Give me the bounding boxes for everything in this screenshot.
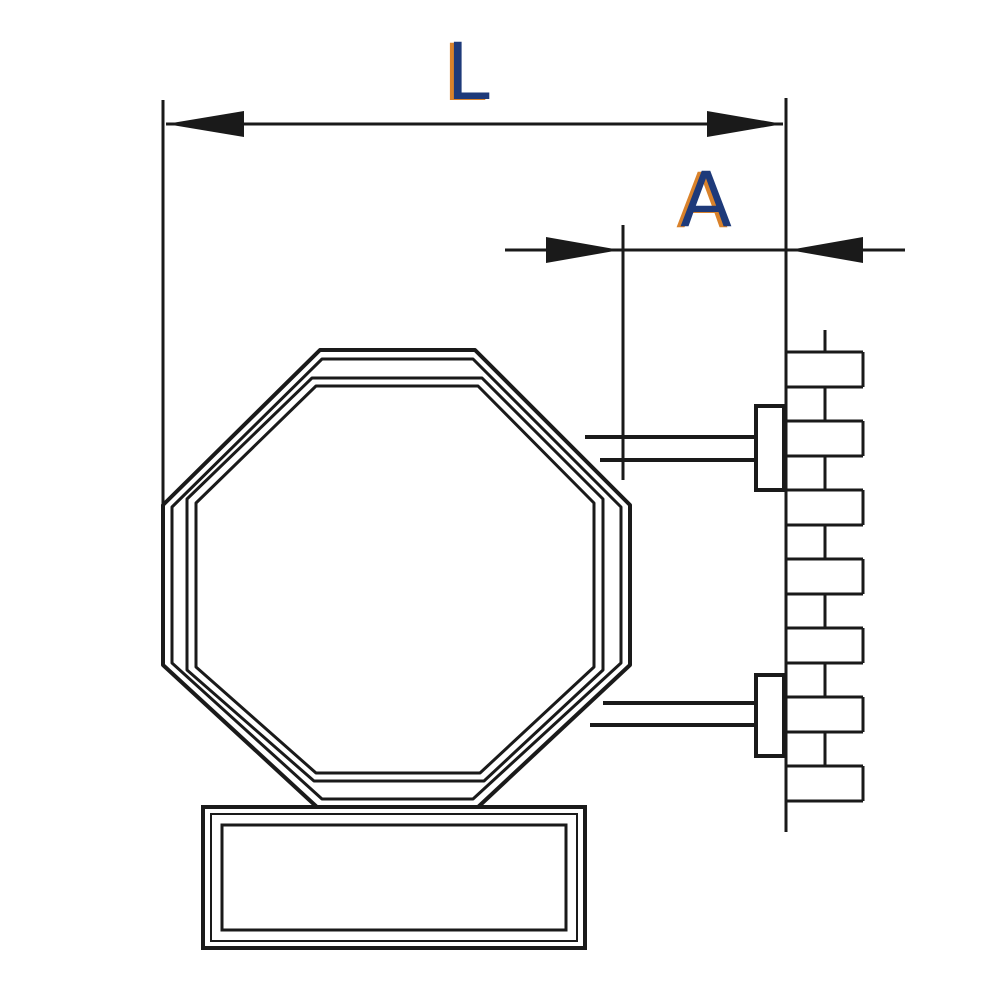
dimension-l-label-shadow: L xyxy=(442,29,486,119)
dimension-a-label-shadow: A xyxy=(676,156,728,245)
dimension-l: L L xyxy=(161,28,788,505)
brick-wall xyxy=(784,330,865,832)
upper-wall-bracket xyxy=(585,404,786,492)
base-plinth-outer xyxy=(201,805,587,950)
dimension-a: A A xyxy=(505,155,905,480)
housing-outer-edge-inner-line xyxy=(170,357,623,801)
dimension-l-arrow-left xyxy=(166,111,244,137)
base-plinth-outer-inner-line xyxy=(210,813,578,942)
upper-bracket-mount-plate xyxy=(754,404,786,492)
dimension-l-label: L xyxy=(446,28,490,118)
lower-wall-bracket xyxy=(590,673,786,758)
dimension-l-arrow-right xyxy=(707,111,783,137)
dimension-a-arrow-right xyxy=(789,237,863,263)
dimension-a-label: A xyxy=(680,155,732,244)
housing-outer-edge xyxy=(161,348,632,810)
housing-inner-edge xyxy=(194,384,596,775)
housing-inner-edge-outer-line xyxy=(185,376,605,783)
dimension-a-arrow-left xyxy=(546,237,620,263)
base-plinth-inner xyxy=(220,823,568,932)
base-plinth xyxy=(201,805,587,950)
lower-bracket-mount-plate xyxy=(754,673,786,758)
octagonal-housing xyxy=(161,348,632,810)
